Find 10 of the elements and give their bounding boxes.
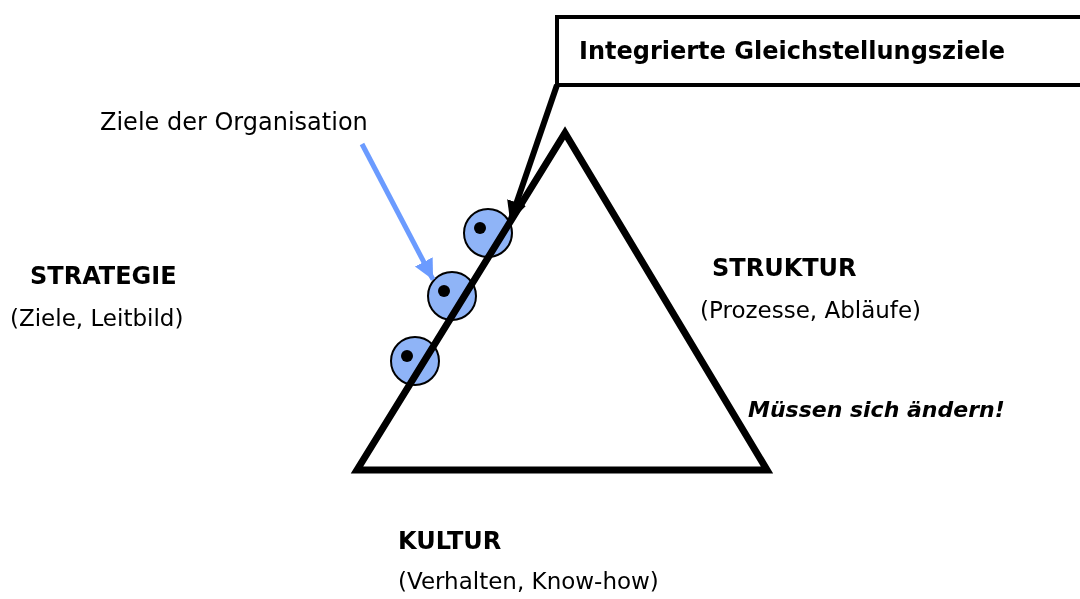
note-text: Müssen sich ändern! [748,397,1005,422]
section-heading: STRATEGIE [30,262,177,290]
section-heading: KULTUR [398,527,502,555]
section-subtitle: (Verhalten, Know-how) [398,568,659,594]
section-subtitle: (Ziele, Leitbild) [10,305,184,331]
section-heading: STRUKTUR [712,254,857,282]
section-subtitle: (Prozesse, Abläufe) [700,297,922,323]
callout-text: Ziele der Organisation [100,108,368,136]
arrow [359,142,436,281]
title-box: Integrierte Gleichstellungsziele [555,15,1080,87]
